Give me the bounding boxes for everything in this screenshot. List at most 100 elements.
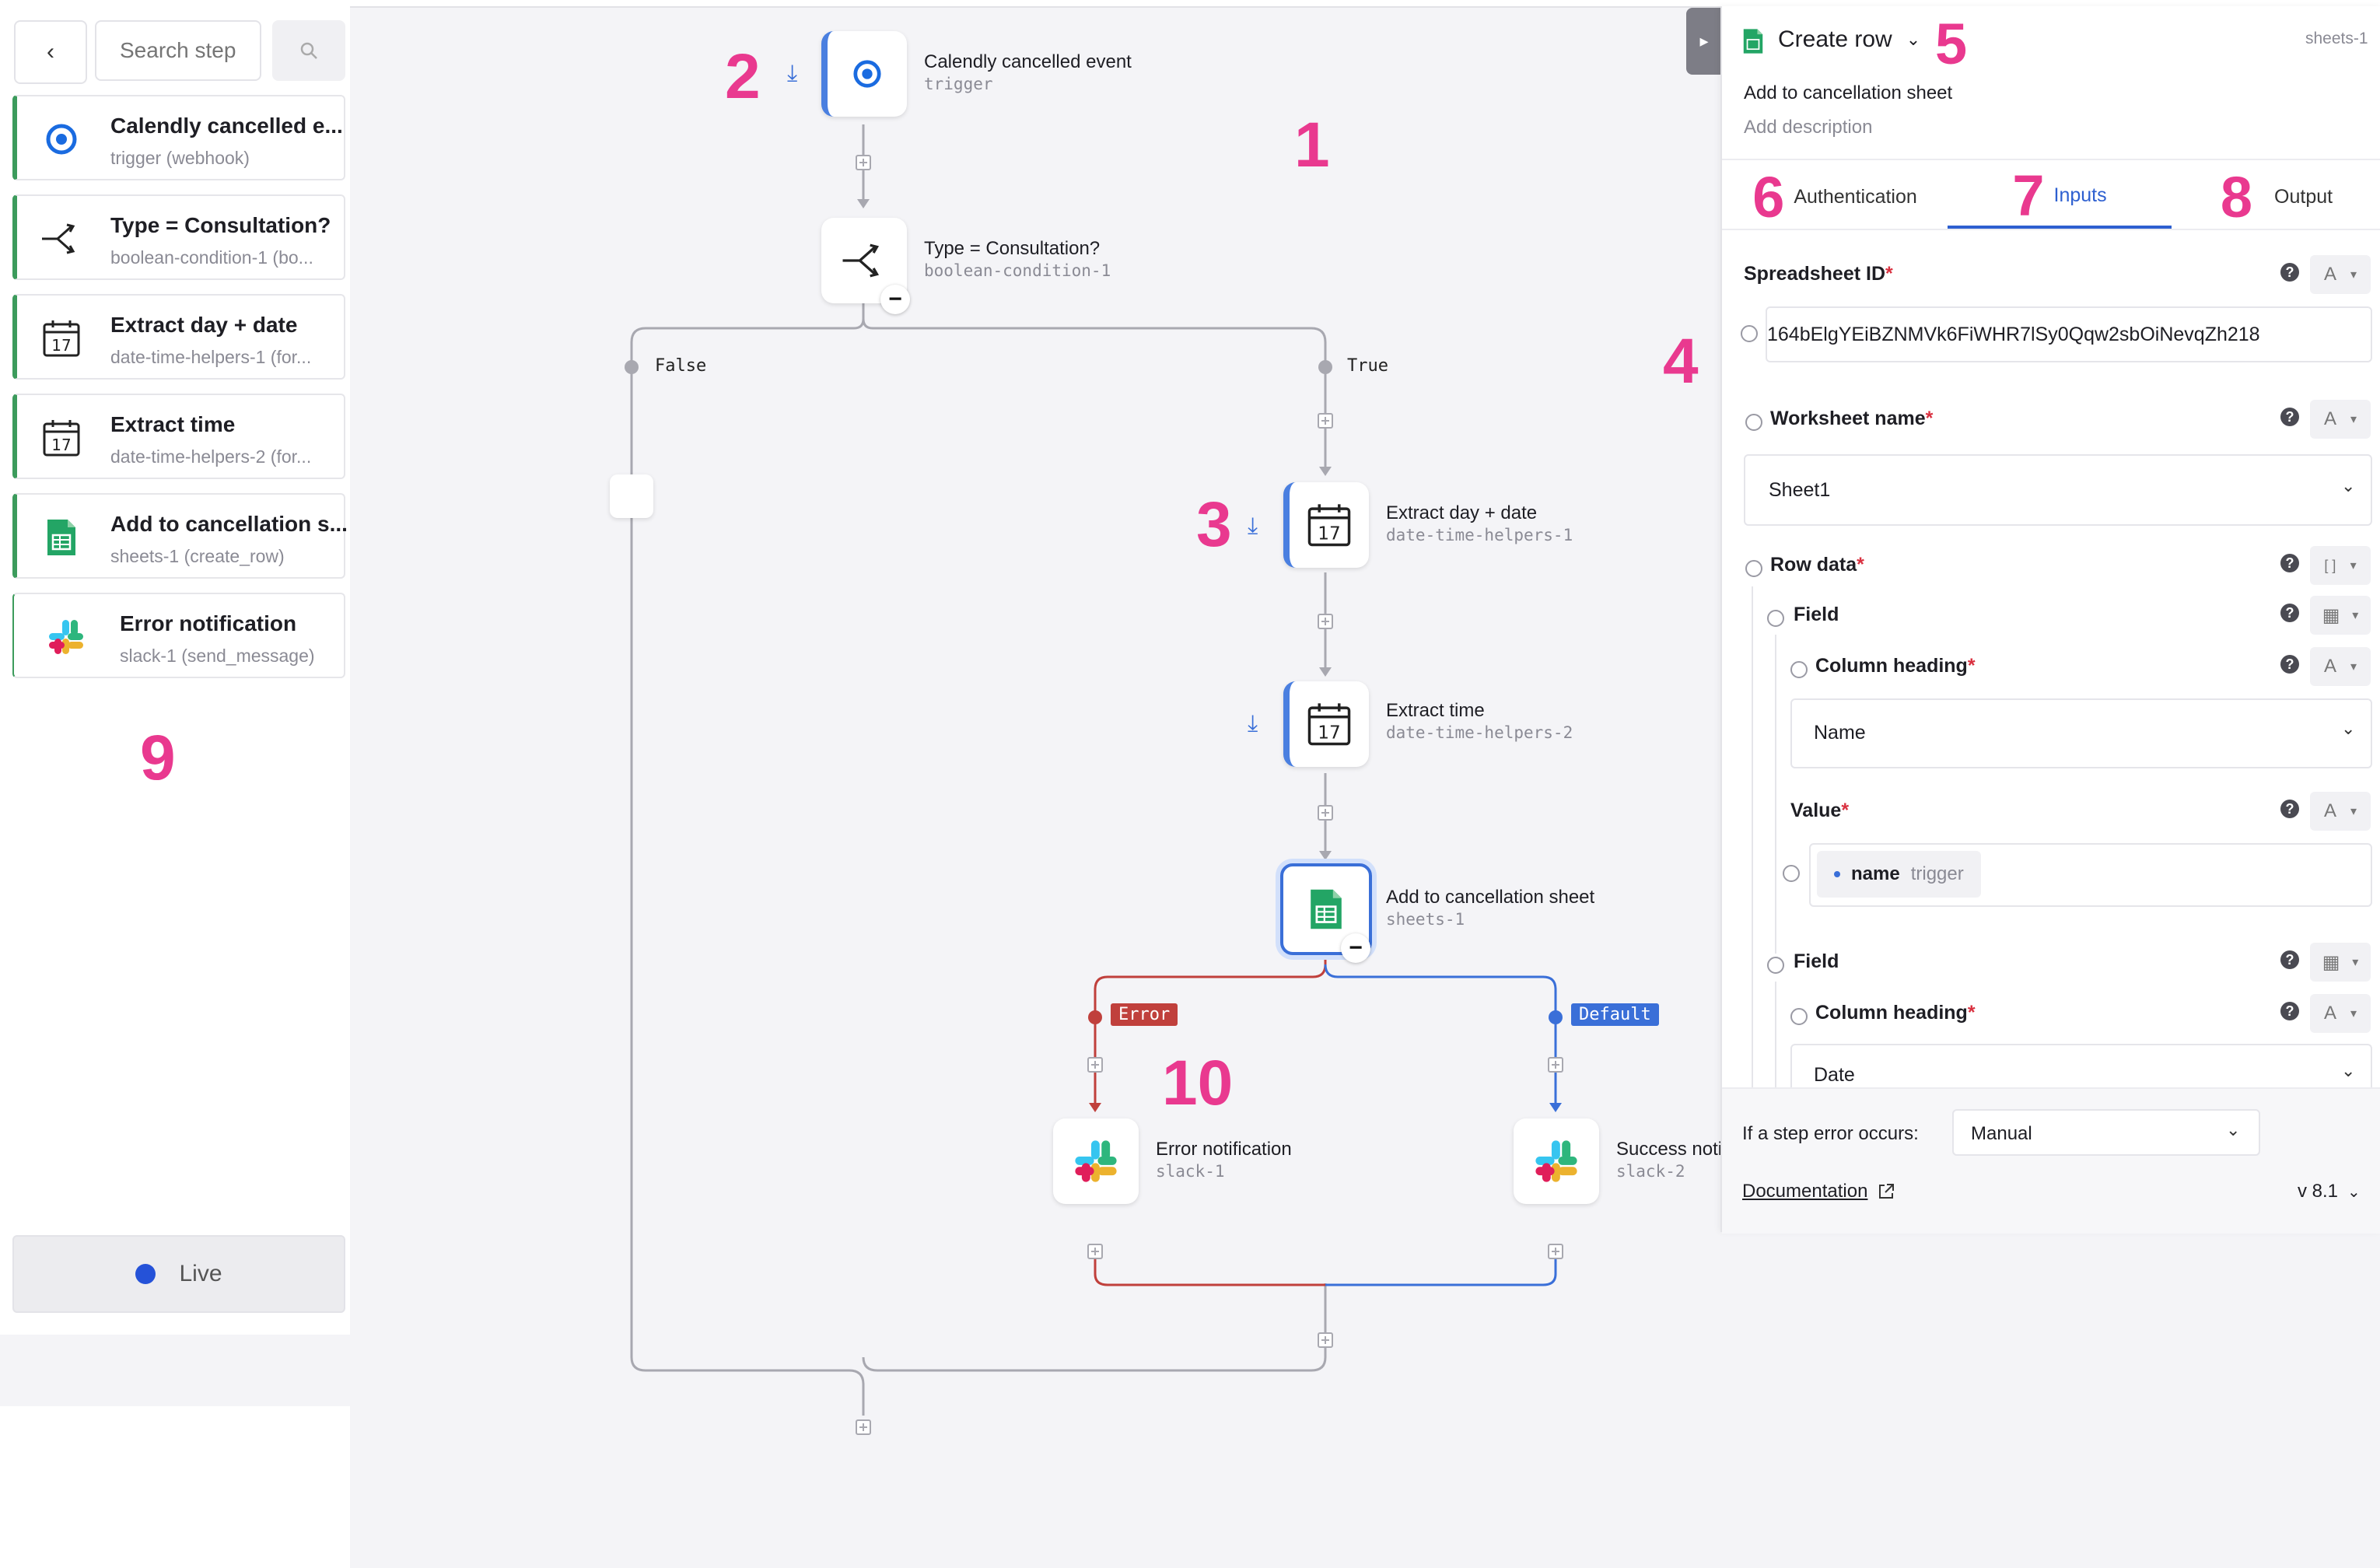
help-icon[interactable]: ? bbox=[2280, 800, 2299, 818]
variable-token[interactable]: name trigger bbox=[1817, 851, 1981, 898]
step-title: Type = Consultation? bbox=[110, 213, 331, 237]
input-type-selector[interactable]: A▾ bbox=[2310, 647, 2371, 686]
annotation-label: 8 bbox=[2220, 164, 2253, 229]
annotation-label: 5 bbox=[1935, 12, 1968, 76]
slack-icon bbox=[1535, 1140, 1577, 1182]
branch-icon bbox=[842, 243, 880, 278]
annotation-label: 10 bbox=[1162, 1048, 1234, 1118]
step-card-condition[interactable]: Type = Consultation? boolean-condition-1… bbox=[12, 194, 345, 280]
help-icon[interactable]: ? bbox=[2280, 655, 2299, 674]
step-card-sheets[interactable]: Add to cancellation s... sheets-1 (creat… bbox=[12, 493, 348, 579]
step-subtitle: date-time-helpers-1 (for... bbox=[110, 347, 312, 367]
column-heading-label: Column heading* bbox=[1815, 655, 1976, 677]
node-subtitle: trigger bbox=[924, 75, 993, 93]
add-description[interactable]: Add description bbox=[1744, 117, 1873, 138]
version-selector[interactable]: v 8.1 ⌄ bbox=[2298, 1181, 2361, 1202]
help-icon[interactable]: ? bbox=[2280, 1002, 2299, 1020]
input-type-selector[interactable]: A▾ bbox=[2310, 255, 2371, 294]
step-card-extract-time[interactable]: 17 Extract time date-time-helpers-2 (for… bbox=[12, 394, 345, 479]
input-type-selector[interactable]: [ ]▾ bbox=[2310, 546, 2371, 585]
help-icon[interactable]: ? bbox=[2280, 554, 2299, 572]
tabs-bottom-divider bbox=[1722, 229, 2380, 230]
value-input[interactable]: name trigger bbox=[1809, 843, 2372, 907]
calendar-icon: 17 bbox=[1307, 504, 1351, 547]
documentation-link[interactable]: Documentation bbox=[1742, 1181, 1895, 1202]
help-icon[interactable]: ? bbox=[2280, 604, 2299, 622]
error-handling-select[interactable]: Manual ⌄ bbox=[1952, 1109, 2260, 1156]
type-text-icon: A bbox=[2323, 1003, 2336, 1024]
annotation-label: 3 bbox=[1196, 489, 1232, 560]
spreadsheet-id-label: Spreadsheet ID* bbox=[1744, 263, 1893, 285]
step-title: Error notification bbox=[120, 611, 297, 635]
column-heading-radio[interactable] bbox=[1790, 1008, 1808, 1025]
spreadsheet-id-input[interactable]: 164bElgYEiBZNMVk6FiWHR7lSy0Qqw2sbOiNevqZ… bbox=[1766, 306, 2372, 362]
chevron-down-icon: ⌄ bbox=[2347, 1183, 2361, 1201]
worksheet-name-select[interactable]: Sheet1 ⌄ bbox=[1744, 454, 2372, 526]
step-card-extract-day[interactable]: 17 Extract day + date date-time-helpers-… bbox=[12, 294, 345, 380]
field-label: Field bbox=[1794, 950, 1839, 972]
chevron-down-icon: ▾ bbox=[2350, 559, 2357, 572]
node-error-notification[interactable] bbox=[1053, 1118, 1139, 1204]
tab-authentication[interactable]: 6 Authentication bbox=[1722, 165, 1948, 229]
chevron-down-icon: ▾ bbox=[2350, 805, 2357, 818]
node-trigger[interactable] bbox=[821, 31, 907, 117]
node-extract-day[interactable]: 17 bbox=[1283, 482, 1369, 568]
input-type-selector[interactable]: A▾ bbox=[2310, 792, 2371, 831]
node-subtitle: date-time-helpers-1 bbox=[1386, 526, 1573, 544]
help-icon[interactable]: ? bbox=[2280, 950, 2299, 969]
input-type-selector[interactable]: ▦▾ bbox=[2310, 596, 2371, 635]
value-radio[interactable] bbox=[1783, 865, 1800, 882]
chevron-down-icon: ⌄ bbox=[1906, 30, 1921, 49]
search-button[interactable] bbox=[272, 20, 345, 81]
help-icon[interactable]: ? bbox=[2280, 263, 2299, 282]
step-subtitle: slack-1 (send_message) bbox=[120, 646, 315, 666]
column-heading-radio[interactable] bbox=[1790, 661, 1808, 678]
error-handling-label: If a step error occurs: bbox=[1742, 1123, 1919, 1144]
step-subtitle: date-time-helpers-2 (for... bbox=[110, 446, 312, 467]
chevron-down-icon: ▾ bbox=[2350, 268, 2357, 282]
field-radio[interactable] bbox=[1767, 610, 1784, 627]
node-extract-time[interactable]: 17 bbox=[1283, 681, 1369, 767]
tab-output[interactable]: 8 Output bbox=[2172, 165, 2380, 229]
false-branch-placeholder[interactable] bbox=[610, 474, 653, 518]
google-sheets-icon bbox=[40, 516, 82, 558]
row-data-radio[interactable] bbox=[1745, 560, 1762, 577]
live-label: Live bbox=[179, 1261, 222, 1286]
step-card-slack[interactable]: Error notification slack-1 (send_message… bbox=[12, 593, 345, 678]
input-type-selector[interactable]: A▾ bbox=[2310, 400, 2371, 439]
tab-inputs[interactable]: 7 Inputs bbox=[1948, 163, 2172, 229]
field-label: Field bbox=[1794, 604, 1839, 625]
back-button[interactable]: ‹ bbox=[14, 20, 87, 84]
annotation-label: 7 bbox=[2012, 163, 2045, 228]
node-success-notification[interactable] bbox=[1514, 1118, 1599, 1204]
collapse-branch-button[interactable]: − bbox=[880, 285, 910, 314]
input-type-selector[interactable]: A▾ bbox=[2310, 994, 2371, 1033]
default-branch-badge: Default bbox=[1571, 1003, 1659, 1026]
collapse-panel-button[interactable]: ▸ bbox=[1686, 8, 1722, 75]
spreadsheet-id-radio[interactable] bbox=[1741, 325, 1758, 342]
column-heading-select[interactable]: Name ⌄ bbox=[1790, 698, 2372, 768]
help-icon[interactable]: ? bbox=[2280, 408, 2299, 426]
annotation-label: 4 bbox=[1663, 326, 1699, 397]
step-title[interactable]: Add to cancellation sheet bbox=[1744, 82, 1953, 103]
worksheet-name-value: Sheet1 bbox=[1769, 479, 1831, 501]
step-title: Add to cancellation s... bbox=[110, 512, 348, 536]
calendar-day: 17 bbox=[1318, 523, 1341, 544]
worksheet-radio[interactable] bbox=[1745, 414, 1762, 431]
column-heading-select[interactable]: Date ⌄ bbox=[1790, 1044, 2372, 1087]
error-handling-value: Manual bbox=[1971, 1123, 2032, 1144]
node-title: Calendly cancelled event bbox=[924, 51, 1132, 72]
input-type-selector[interactable]: ▦▾ bbox=[2310, 943, 2371, 982]
calendar-icon: 17 bbox=[40, 417, 82, 459]
annotation-label: 1 bbox=[1294, 110, 1330, 180]
live-toggle-button[interactable]: Live bbox=[12, 1235, 345, 1313]
collapse-branch-button[interactable]: − bbox=[1341, 933, 1370, 963]
branch-icon bbox=[40, 218, 82, 260]
tabs-divider bbox=[1722, 159, 2380, 160]
action-selector[interactable]: Create row ⌄ bbox=[1778, 26, 1920, 53]
value-label: Value* bbox=[1790, 800, 1850, 821]
annotation-label: 6 bbox=[1752, 164, 1785, 229]
field-radio[interactable] bbox=[1767, 957, 1784, 974]
search-steps-input[interactable] bbox=[95, 20, 261, 81]
step-card-trigger[interactable]: Calendly cancelled e... trigger (webhook… bbox=[12, 95, 345, 180]
